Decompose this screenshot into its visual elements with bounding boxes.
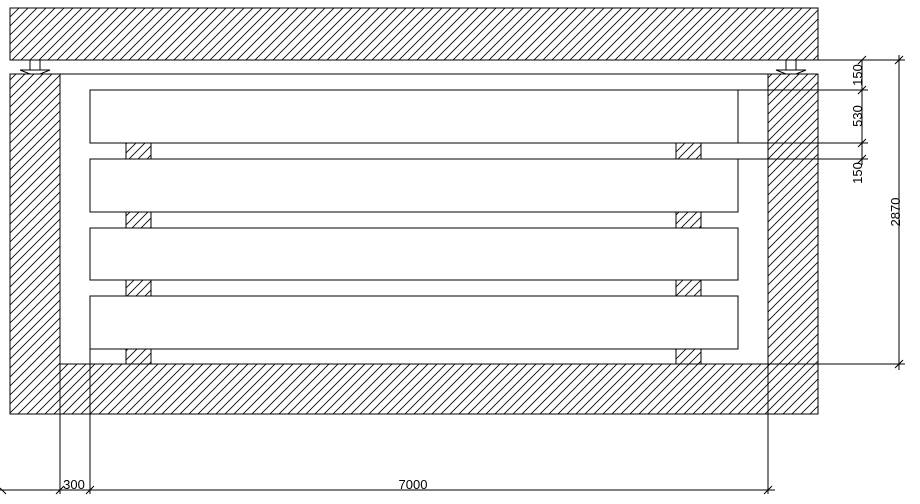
spacer-block: [125, 348, 152, 365]
dim-overall-height: 2870: [888, 198, 903, 227]
right-clamp-icon: [775, 59, 807, 77]
right-wall: [767, 73, 819, 415]
spacer-block: [675, 211, 702, 229]
dim-board-thickness: 530: [850, 105, 865, 127]
spacer-block: [675, 348, 702, 365]
dim-top-gap: 150: [850, 64, 865, 86]
spacer-block: [125, 211, 152, 229]
spacer-block: [675, 279, 702, 297]
board-1: [89, 89, 739, 144]
vertical-dimension-lines: [857, 55, 904, 370]
spacer-block: [675, 142, 702, 160]
spacer-block: [125, 279, 152, 297]
top-beam: [9, 7, 819, 61]
left-clamp-icon: [19, 59, 51, 77]
right-extension-lines: [701, 59, 905, 365]
boards: [89, 89, 739, 350]
bottom-extension-lines: [0, 349, 775, 495]
board-3: [89, 227, 739, 281]
spacer-block: [125, 142, 152, 160]
bottom-slab: [59, 363, 819, 415]
board-4: [89, 295, 739, 350]
dim-spacer-gap: 150: [850, 162, 865, 184]
dim-wall-offset: 300: [63, 477, 85, 492]
dim-overall-length: 7000: [399, 477, 428, 492]
inner-cavity: [59, 73, 769, 365]
left-wall: [9, 73, 61, 415]
board-2: [89, 158, 739, 213]
